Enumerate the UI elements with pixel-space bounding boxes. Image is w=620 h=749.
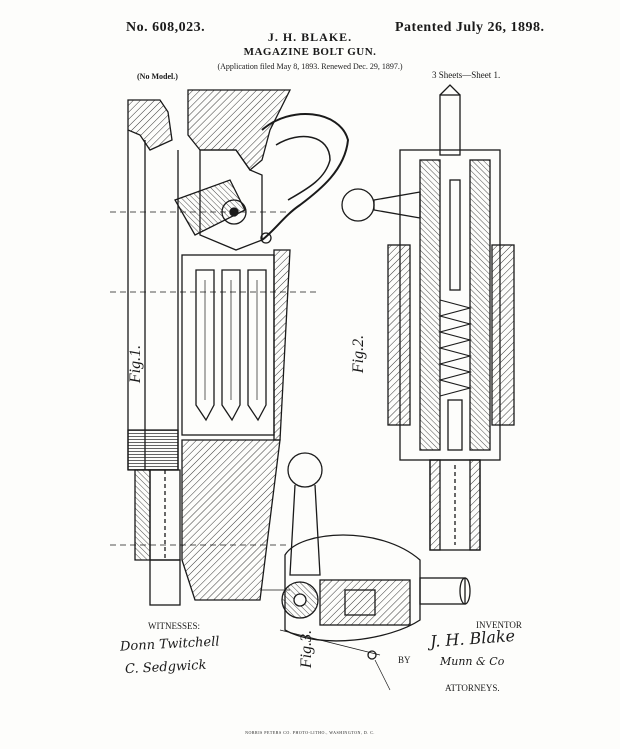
inventor-name: J. H. BLAKE.: [267, 30, 353, 44]
inventor-label: INVENTOR: [476, 620, 522, 630]
printer-line: NORRIS PETERS CO. PHOTO-LITHO., WASHINGT…: [245, 730, 375, 735]
figure-2-label: Fig.2.: [350, 334, 368, 374]
application-line: (Application filed May 8, 1893. Renewed …: [217, 62, 403, 71]
figure-1-label: Fig.1.: [127, 344, 145, 384]
attorney-signature: Munn & Co: [440, 655, 505, 668]
model-label: (No Model.): [137, 72, 178, 81]
figure-3-drawing: [260, 452, 471, 691]
figure-1-drawing: [110, 89, 350, 606]
patent-number: No. 608,023.: [126, 20, 206, 35]
invention-title: MAGAZINE BOLT GUN.: [243, 46, 377, 58]
figure-3-label: Fig.3.: [298, 629, 316, 669]
patent-date: Patented July 26, 1898.: [395, 20, 545, 35]
by-label: BY: [398, 655, 411, 665]
sheets-label: 3 Sheets—Sheet 1.: [432, 70, 501, 80]
witnesses-label: WITNESSES:: [148, 621, 201, 631]
attorneys-label: ATTORNEYS.: [445, 683, 500, 693]
figure-2-drawing: [341, 84, 515, 551]
